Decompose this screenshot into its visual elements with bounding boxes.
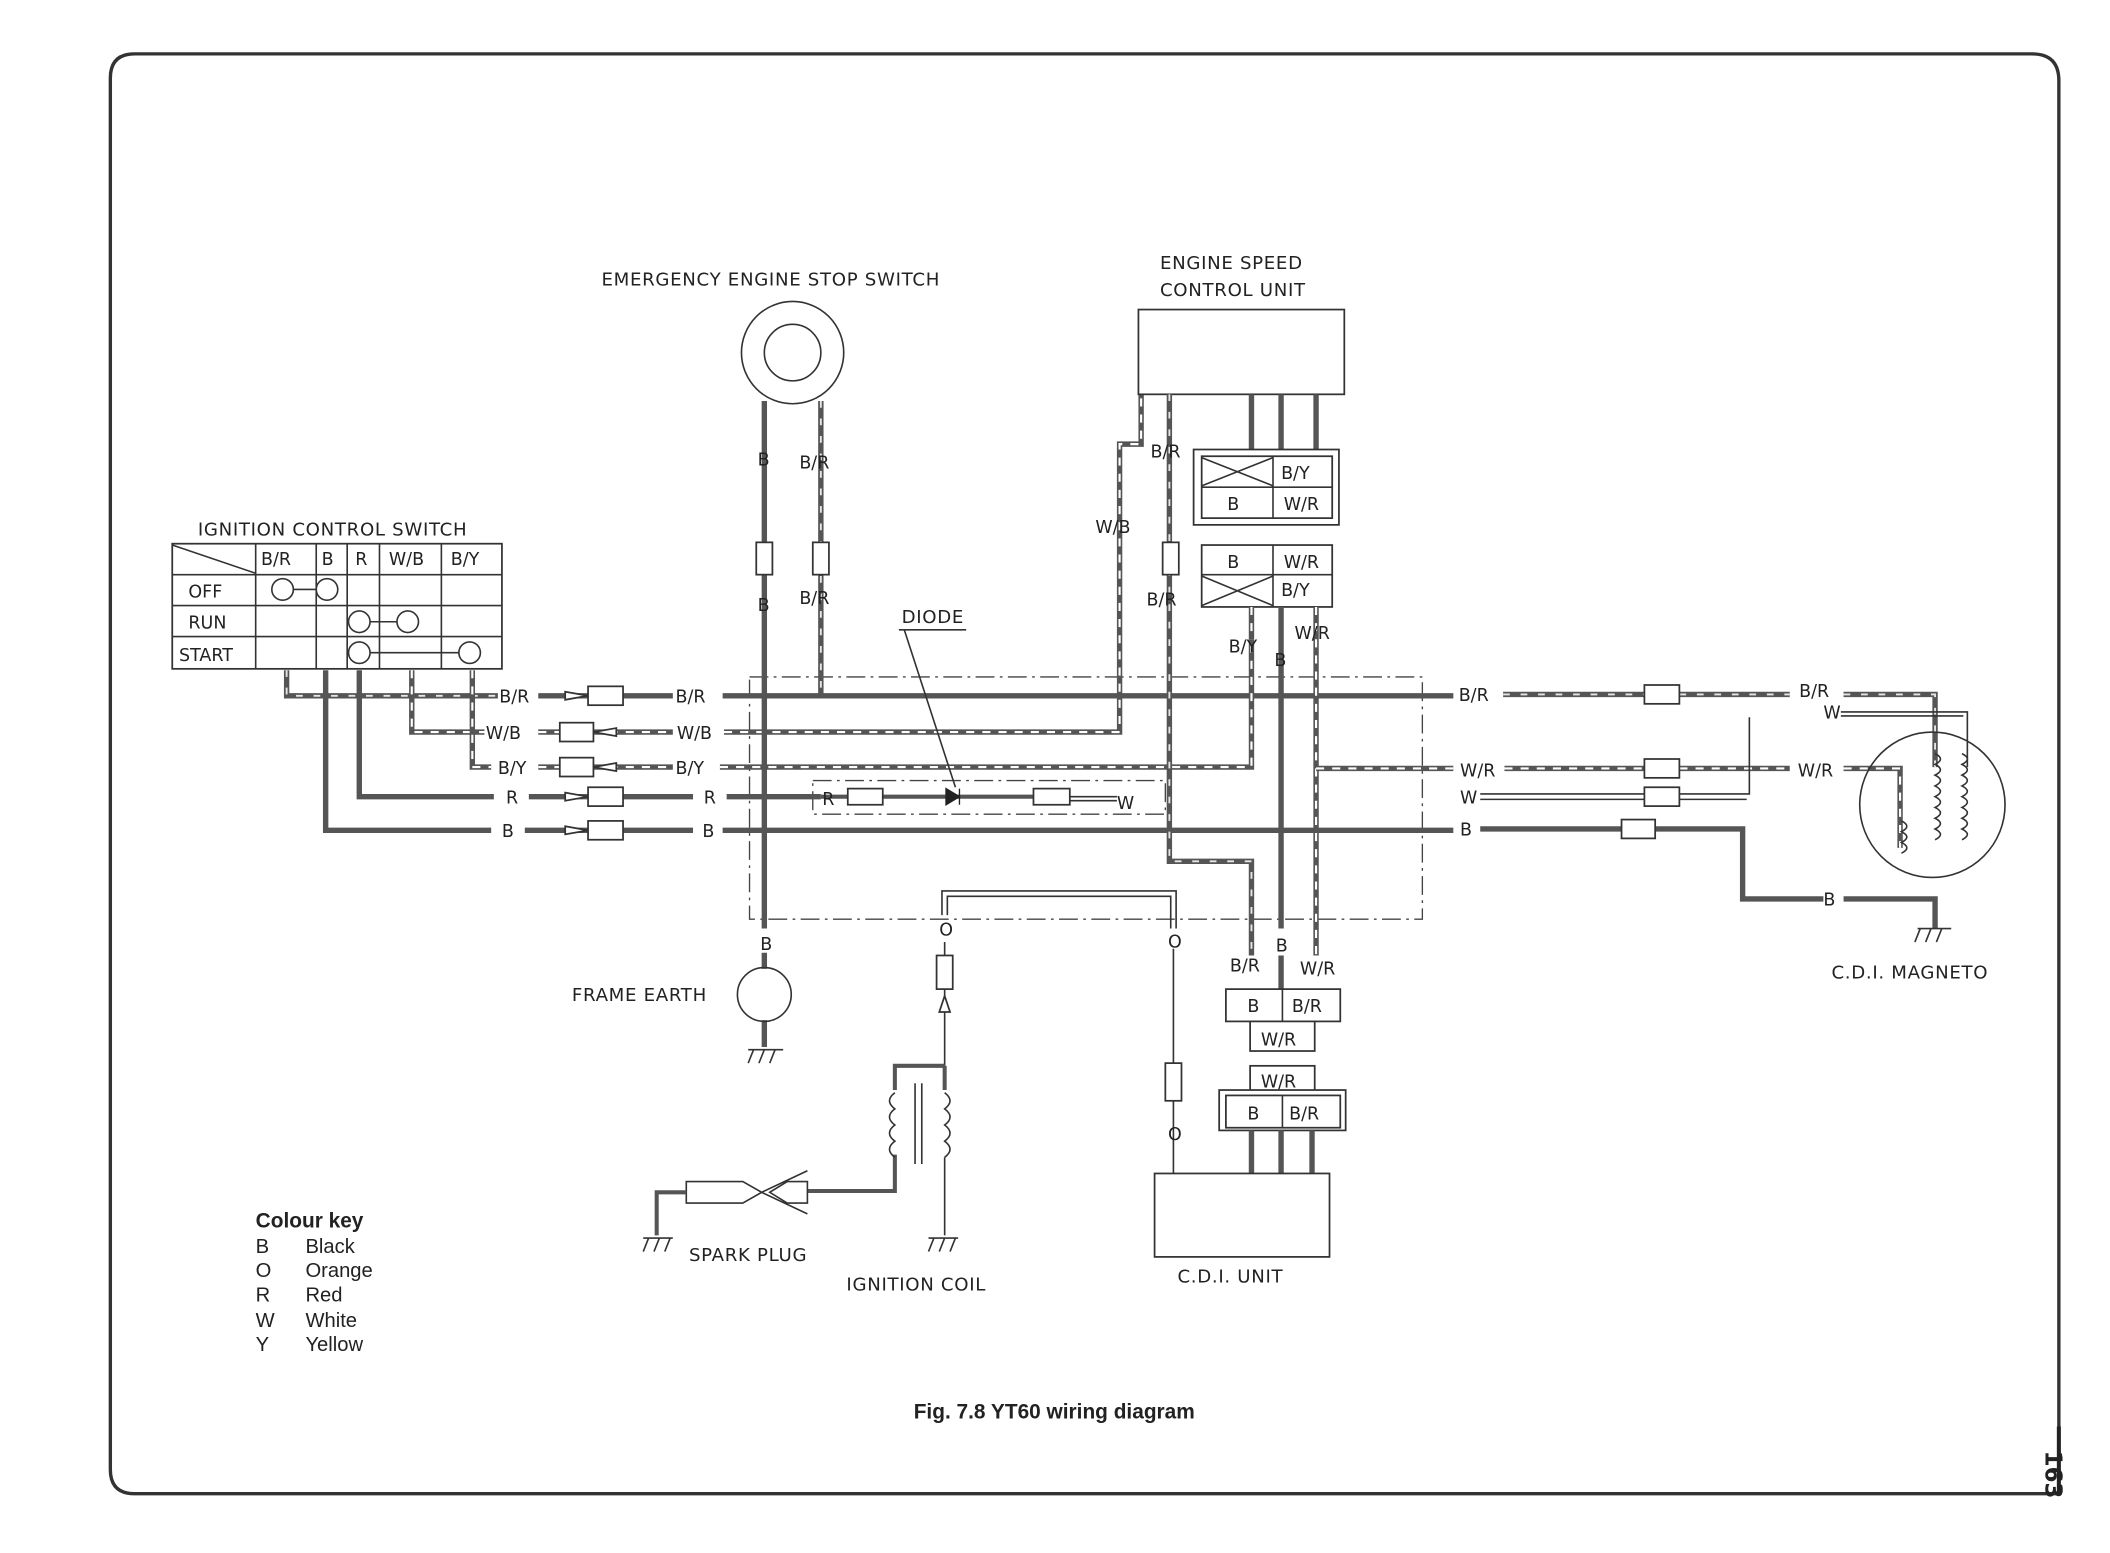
page-frame (108, 52, 2061, 1496)
wire-label: B (702, 822, 714, 842)
wire-label: W/R (1798, 762, 1833, 782)
col-r: R (355, 550, 367, 570)
col-b-y: B/Y (451, 550, 480, 570)
wire-label: B (502, 822, 514, 842)
connector-pin: B (1227, 495, 1239, 515)
connector-pin: B/R (1289, 1105, 1319, 1125)
wire-label: W/R (1460, 762, 1495, 782)
connector-pin: W/R (1261, 1072, 1296, 1092)
key-name: Black (305, 1236, 355, 1258)
wire-label: O (1168, 1125, 1182, 1145)
frame-earth: FRAME EARTH B (572, 935, 793, 1064)
page-number: 163 (2039, 1451, 2065, 1499)
wire-label: W/B (486, 724, 521, 744)
connector-pin: B (1247, 997, 1259, 1017)
row-off: OFF (188, 583, 222, 603)
connector-pin: W/R (1284, 495, 1319, 515)
key-code: B (256, 1236, 269, 1258)
wire-label: B/R (1151, 443, 1181, 463)
diode-title: DIODE (902, 607, 964, 628)
wire-label: B/R (1459, 686, 1489, 706)
left-harness: B/R B/R W/B W/B B/Y B/Y R R B B (283, 394, 1454, 842)
col-b-r: B/R (261, 550, 291, 570)
wire-label: B/R (1799, 682, 1829, 702)
stop-switch-title: EMERGENCY ENGINE STOP SWITCH (602, 269, 941, 290)
diode-assembly: DIODE R W (820, 607, 1134, 814)
figure-caption: Fig. 7.8 YT60 wiring diagram (914, 1400, 1195, 1423)
magneto-coil-icon (1899, 752, 1969, 854)
cdi-unit-title: C.D.I. UNIT (1177, 1266, 1283, 1287)
diode-symbol (945, 787, 961, 806)
cdi-unit: O O B/R B W/R B B/R W/R W/R B B/R C.D.I.… (1153, 932, 1347, 1287)
connector-pin: B/Y (1281, 464, 1310, 484)
key-code: R (256, 1284, 271, 1306)
row-start: START (179, 646, 233, 666)
wire-label: B/R (799, 589, 829, 609)
key-code: Y (256, 1334, 270, 1356)
row-run: RUN (188, 613, 226, 633)
spark-plug-title: SPARK PLUG (689, 1245, 807, 1266)
ignition-coil: IGNITION COIL O (807, 890, 1177, 1296)
escu-title-1: ENGINE SPEED (1160, 253, 1303, 274)
wire-label: B (760, 935, 772, 955)
wire-label: R (506, 788, 518, 808)
key-code: W (256, 1310, 275, 1332)
wire-label: W (1823, 704, 1840, 724)
engine-speed-control-unit: ENGINE SPEED CONTROL UNIT B/Y B W/R B W/… (1095, 253, 1346, 956)
wire-label: B (758, 451, 770, 471)
coil-icon (888, 1083, 951, 1165)
wire-label: W/R (1295, 624, 1330, 644)
escu-title-2: CONTROL UNIT (1160, 280, 1306, 301)
wire-label: O (1168, 932, 1182, 952)
wire-label: R (822, 790, 834, 810)
wire-label: R (704, 788, 716, 808)
spark-plug: SPARK PLUG (642, 1170, 809, 1266)
wire-label: W/B (677, 724, 712, 744)
wire-label: W/B (1095, 518, 1130, 538)
wire-label: B/R (1230, 957, 1260, 977)
key-name: White (305, 1310, 357, 1332)
wire-label: W (1460, 788, 1477, 808)
wire-label: B (1460, 821, 1472, 841)
colour-key-title: Colour key (256, 1209, 364, 1232)
emergency-stop-switch: EMERGENCY ENGINE STOP SWITCH B B/R B B/R (602, 269, 941, 929)
connector-pin: B/Y (1281, 581, 1310, 601)
wire-label: B/R (799, 453, 829, 473)
connector-pin: B (1227, 553, 1239, 573)
cdi-magneto-title: C.D.I. MAGNETO (1831, 962, 1988, 983)
wire-label: B/R (1147, 591, 1177, 611)
col-w-b: W/B (389, 550, 424, 570)
wire-label: B (758, 596, 770, 616)
cdi-magneto-wiring: C.D.I. MAGNETO B/R B/R W W/R W/R W B B (1316, 682, 2006, 983)
key-code: O (256, 1260, 272, 1282)
wire-label: O (939, 920, 953, 940)
ignition-control-switch: IGNITION CONTROL SWITCH B/R B R W/B B/Y … (171, 520, 503, 670)
wire-label: B/R (499, 687, 529, 707)
key-name: Yellow (305, 1334, 363, 1356)
ignition-switch-title: IGNITION CONTROL SWITCH (198, 520, 468, 541)
wire-label: B/R (676, 687, 706, 707)
wire-label: B (1823, 891, 1835, 911)
wire-label: B/Y (498, 759, 527, 779)
wire-label: W/R (1300, 959, 1335, 979)
connector-pin: B/R (1292, 997, 1322, 1017)
colour-key: Colour key B Black O Orange R Red W Whit… (256, 1209, 373, 1356)
ignition-coil-title: IGNITION COIL (846, 1275, 986, 1296)
col-b: B (322, 550, 334, 570)
wire-label: W (1117, 794, 1134, 814)
connector-pin: B (1247, 1105, 1259, 1125)
harness-box (748, 676, 1424, 920)
wire-label: B (1276, 936, 1288, 956)
connector-pin: W/R (1261, 1031, 1296, 1051)
key-name: Orange (305, 1260, 372, 1282)
wire-label: B/Y (676, 759, 705, 779)
frame-earth-title: FRAME EARTH (572, 985, 707, 1006)
wire-label: B (1274, 651, 1286, 671)
wire-label: B/Y (1229, 638, 1258, 658)
key-name: Red (305, 1284, 342, 1306)
connector-pin: W/R (1284, 553, 1319, 573)
